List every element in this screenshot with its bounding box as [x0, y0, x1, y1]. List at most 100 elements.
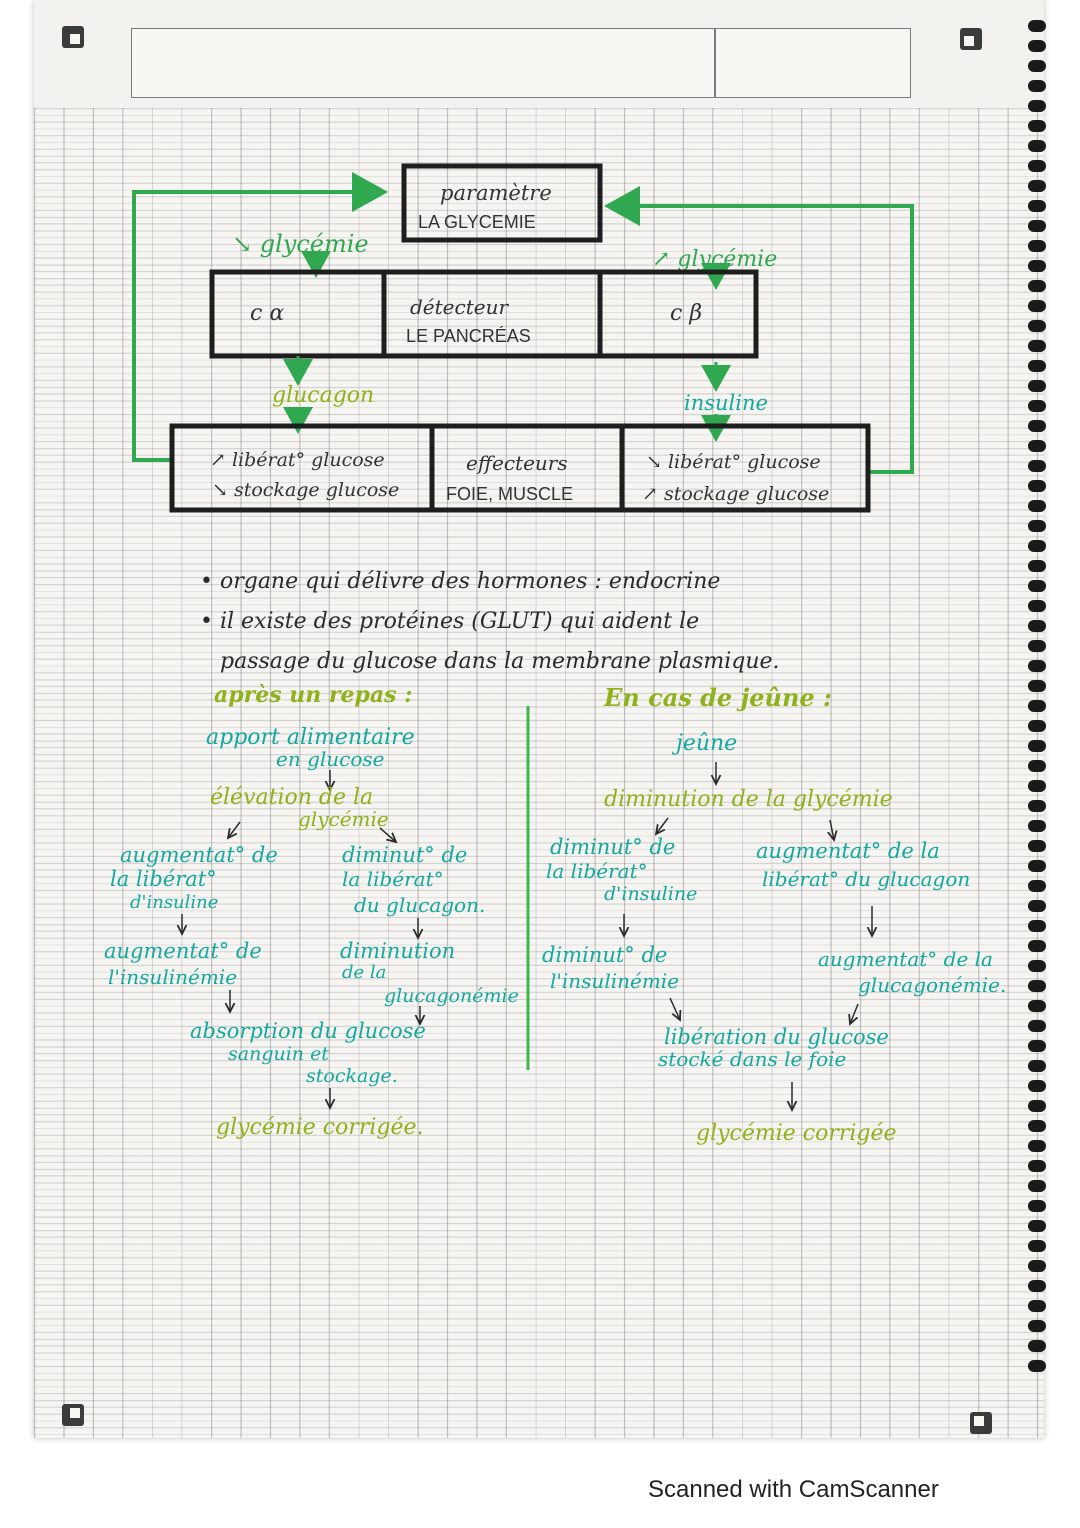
binding-ring — [1028, 480, 1046, 492]
fasting-result: glycémie corrigée — [696, 1121, 897, 1146]
binding-ring — [1028, 180, 1046, 192]
binding-ring — [1028, 200, 1046, 212]
binding-ring — [1028, 1220, 1046, 1232]
fasting-node-3b: stocké dans le foie — [658, 1047, 846, 1071]
after-meal-right-2b: de la — [342, 962, 386, 983]
after-meal-right-1a: diminut° de — [342, 843, 467, 867]
fasting-right-2a: augmentat° de la — [818, 947, 993, 971]
after-meal-node-3b: sanguin et — [228, 1043, 329, 1065]
binding-ring — [1028, 780, 1046, 792]
binding-ring — [1028, 560, 1046, 572]
binding-ring — [1028, 1060, 1046, 1072]
binding-ring — [1028, 160, 1046, 172]
right-effect-line1: ↘ libérat° glucose — [646, 451, 821, 473]
after-meal-right-2a: diminution — [340, 939, 455, 963]
binding-ring — [1028, 400, 1046, 412]
binding-ring — [1028, 120, 1046, 132]
binding-ring — [1028, 660, 1046, 672]
binding-ring — [1028, 460, 1046, 472]
binding-ring — [1028, 720, 1046, 732]
note-bullet-2-line-1: • il existe des protéines (GLUT) qui aid… — [200, 609, 699, 634]
parameter-box — [401, 163, 603, 243]
right-feedback-loop-arrow — [604, 186, 914, 474]
fasting-right-1b: libérat° du glucagon — [762, 867, 970, 891]
binding-ring — [1028, 220, 1046, 232]
binding-ring — [1028, 1200, 1046, 1212]
after-meal-right-1b: la libérat° — [342, 867, 444, 891]
binding-ring — [1028, 520, 1046, 532]
after-meal-result: glycémie corrigée. — [216, 1115, 424, 1140]
fasting-arrow-2r — [830, 819, 834, 840]
binding-ring — [1028, 1140, 1046, 1152]
binding-ring — [1028, 540, 1046, 552]
after-meal-left-1c: d'insuline — [130, 892, 218, 913]
binding-ring — [1028, 980, 1046, 992]
insuline-label: insuline — [684, 391, 768, 415]
binding-ring — [1028, 1080, 1046, 1092]
glycemia-down-label: ↘ glycémie — [232, 230, 369, 258]
after-arrow-2l — [228, 821, 241, 838]
fasting-right-2b: glucagonémie. — [858, 973, 1006, 997]
binding-ring — [1028, 920, 1046, 932]
binding-ring — [1028, 1160, 1046, 1172]
binding-ring — [1028, 1280, 1046, 1292]
after-meal-left-2a: augmentat° de — [104, 939, 262, 963]
after-arrow-2r — [379, 827, 396, 842]
binding-ring — [1028, 500, 1046, 512]
detector-label: détecteur — [410, 295, 509, 319]
after-meal-heading: après un repas : — [214, 682, 412, 708]
fasting-arrow-2l — [656, 817, 669, 834]
binding-ring — [1028, 1360, 1046, 1372]
after-meal-node-3a: absorption du glucose — [190, 1019, 426, 1043]
binding-ring — [1028, 80, 1046, 92]
fasting-left-1b: la libérat° — [546, 859, 648, 883]
scan-corner-marker-icon — [62, 26, 84, 48]
binding-ring — [1028, 300, 1046, 312]
binding-ring — [1028, 260, 1046, 272]
fasting-left-2b: l'insulinémie — [550, 969, 679, 993]
title-field-divider — [714, 28, 716, 98]
binding-ring — [1028, 880, 1046, 892]
binding-ring — [1028, 620, 1046, 632]
scan-corner-marker-icon — [960, 28, 982, 50]
binding-ring — [1028, 1000, 1046, 1012]
glucagon-label: glucagon — [272, 383, 374, 408]
after-meal-left-1b: la libérat° — [110, 867, 217, 891]
fasting-left-1c: d'insuline — [604, 883, 697, 905]
fasting-arrow-4r — [850, 1003, 859, 1024]
binding-ring — [1028, 840, 1046, 852]
after-meal-node-2b: glycémie — [298, 807, 389, 831]
binding-ring — [1028, 700, 1046, 712]
binding-ring — [1028, 380, 1046, 392]
binding-ring — [1028, 1260, 1046, 1272]
binding-ring — [1028, 360, 1046, 372]
after-meal-node-1a: apport alimentaire — [206, 725, 415, 750]
binding-ring — [1028, 1120, 1046, 1132]
binding-ring — [1028, 440, 1046, 452]
binding-ring — [1028, 740, 1046, 752]
fasting-arrow-4l — [669, 997, 680, 1020]
scan-corner-marker-icon — [970, 1412, 992, 1434]
left-feedback-loop-arrow — [132, 172, 388, 462]
binding-ring — [1028, 680, 1046, 692]
parameter-label: paramètre — [440, 181, 552, 205]
alpha-cell-label: c α — [250, 301, 284, 326]
left-effect-line2: ↘ stockage glucose — [212, 479, 399, 501]
binding-ring — [1028, 1180, 1046, 1192]
binding-ring — [1028, 940, 1046, 952]
binding-ring — [1028, 960, 1046, 972]
note-bullet-2-line-2: passage du glucose dans la membrane plas… — [220, 649, 780, 674]
effectors-label: effecteurs — [466, 451, 568, 475]
after-meal-right-1c: du glucagon. — [354, 893, 485, 917]
binding-ring — [1028, 1020, 1046, 1032]
binding-ring — [1028, 1340, 1046, 1352]
spiral-binding — [1022, 20, 1052, 1380]
fasting-right-1a: augmentat° de la — [756, 839, 940, 863]
fasting-left-1a: diminut° de — [550, 835, 675, 859]
left-effect-line1: ↗ libérat° glucose — [210, 449, 385, 471]
binding-ring — [1028, 280, 1046, 292]
effectors-row — [169, 423, 871, 513]
binding-ring — [1028, 820, 1046, 832]
after-meal-node-2a: élévation de la — [210, 785, 373, 810]
binding-ring — [1028, 40, 1046, 52]
